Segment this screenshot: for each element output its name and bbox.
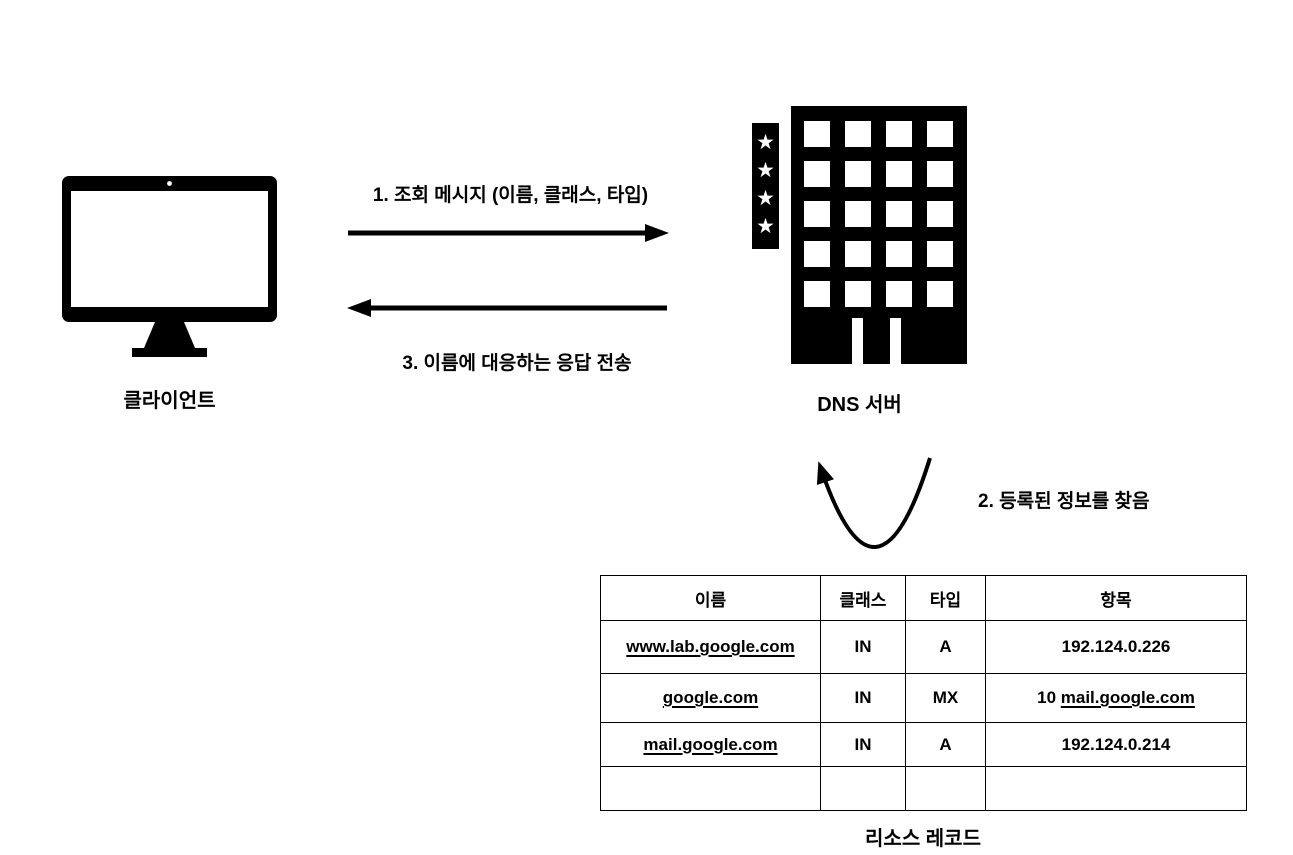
cell-text: IN [854,637,872,656]
table-row: google.com IN MX 10 mail.google.com [600,673,1247,723]
table-cell [905,766,986,811]
table-header-cell: 항목 [985,575,1247,621]
server-label: DNS 서버 [817,394,902,416]
building-door [890,318,901,364]
table-cell: google.com [600,673,821,723]
table-cell: 10 mail.google.com [985,673,1247,723]
cell-text: A [939,637,952,656]
table-cell: MX [905,673,986,723]
right-arrow-icon [348,224,669,242]
table-header-cell: 클래스 [820,575,906,621]
star-icon: ★ [756,187,775,210]
table-cell: IN [820,620,906,674]
building-door [852,318,863,364]
star-icon: ★ [756,131,775,154]
arrow-head [645,224,669,242]
table-header-cell: 타입 [905,575,986,621]
table-cell: 192.124.0.214 [985,722,1247,767]
cell-text: A [939,734,952,754]
cell-text: MX [932,688,959,707]
table-cell [820,766,906,811]
cell-text: 192.124.0.226 [1061,637,1171,656]
monitor-screen [71,191,268,307]
cell-text: IN [854,688,872,707]
building-windows [804,121,953,307]
table-cell [985,766,1247,811]
underlined-domain: mail.google.com [643,734,778,754]
table-row [600,766,1247,811]
lookup-curved-arrow-icon [808,452,938,557]
lookup-step-label: 2. 등록된 정보를 찾음 [978,491,1150,512]
table-header-cell: 이름 [600,575,821,621]
arrow-head [347,299,371,317]
client-monitor-icon [62,176,277,358]
table-row: www.lab.google.com IN A 192.124.0.226 [600,620,1247,674]
curved-u-arrow-icon [816,457,932,549]
table-cell [600,766,821,811]
building-body [791,106,967,364]
star-strip [752,123,779,249]
query-arrow-icon [348,222,670,244]
star-icon: ★ [756,215,775,238]
underlined-domain: www.lab.google.com [626,637,795,656]
table-caption: 리소스 레코드 [865,828,981,850]
cell-text: 10 [1037,688,1061,707]
table-cell: A [905,620,986,674]
response-step-label: 3. 이름에 대응하는 응답 전송 [402,353,632,374]
monitor-icon [62,176,277,357]
monitor-base [132,348,207,357]
response-arrow-icon [345,297,667,319]
dns-server-building-icon: ★ ★ ★ ★ [752,106,967,364]
left-arrow-icon [347,299,667,317]
cell-text: IN [854,734,872,754]
table-cell: A [905,722,986,767]
underlined-domain: mail.google.com [1060,688,1195,707]
table-cell: mail.google.com [600,722,821,767]
star-icon: ★ [756,159,775,182]
monitor-camera-dot [167,181,172,186]
table-cell: www.lab.google.com [600,620,821,674]
table-cell: 192.124.0.226 [985,620,1247,674]
table-cell: IN [820,722,906,767]
underlined-domain: google.com [662,688,759,707]
table-row: mail.google.com IN A 192.124.0.214 [600,722,1247,767]
cell-text: 192.124.0.214 [1061,734,1171,754]
client-label: 클라이언트 [123,390,216,412]
query-step-label: 1. 조회 메시지 (이름, 클래스, 타입) [372,185,649,206]
building-with-stars-icon: ★ ★ ★ ★ [752,106,967,364]
monitor-stand [144,322,195,348]
curve-path [816,457,932,549]
table-cell: IN [820,673,906,723]
